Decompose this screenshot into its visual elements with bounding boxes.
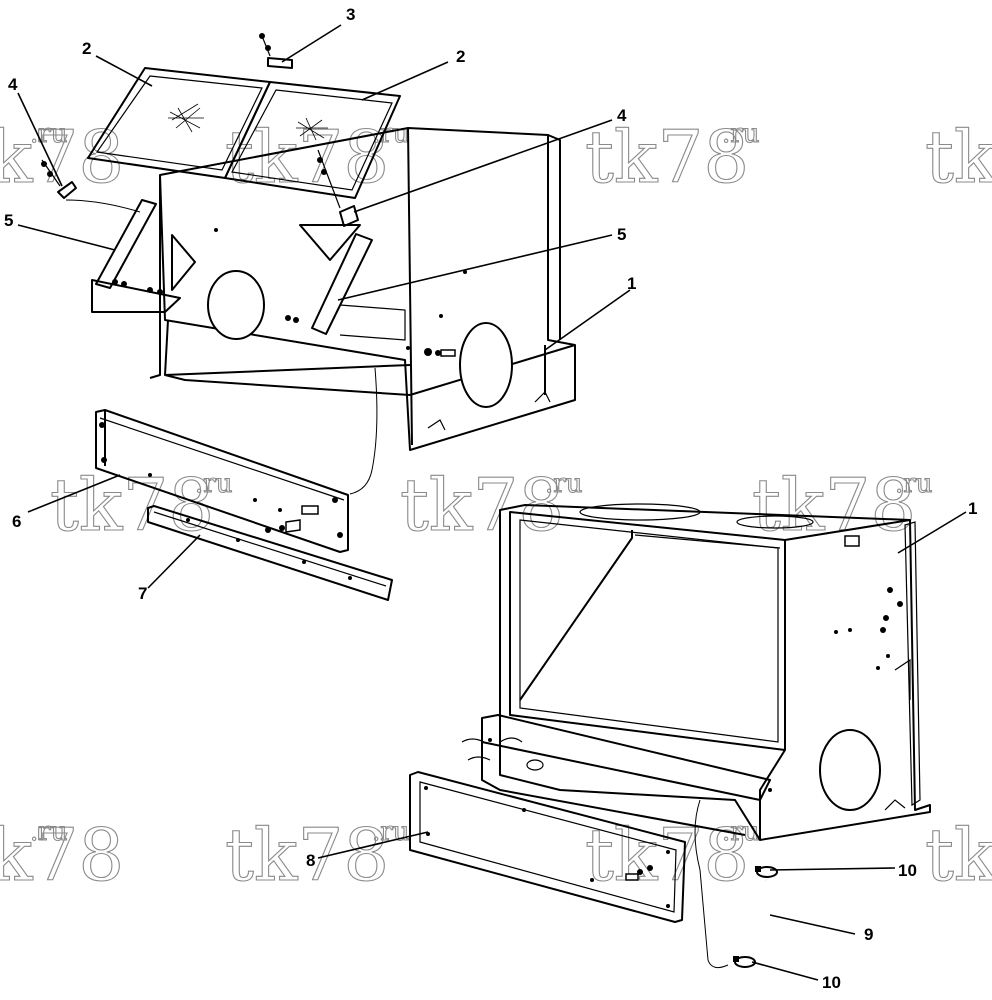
callout-2: 2 <box>456 47 465 66</box>
svg-text:tk78: tk78 <box>752 463 916 547</box>
bolt <box>625 865 653 881</box>
callout-7: 7 <box>138 584 147 603</box>
watermark: tk78.ru <box>751 462 933 547</box>
callout-leaders <box>17 24 967 981</box>
watermark: tk78.ru <box>584 812 760 897</box>
fan-port-hole <box>459 322 513 408</box>
watermark: tk78 <box>924 812 992 897</box>
svg-text:tk78: tk78 <box>585 115 749 199</box>
callout-4: 4 <box>617 106 627 125</box>
callout-labels: 3 2 2 4 4 5 5 1 6 7 1 8 10 9 10 <box>4 5 977 992</box>
fan-port-hole <box>207 270 265 340</box>
svg-text:tk78: tk78 <box>585 813 749 897</box>
svg-text:.ru: .ru <box>30 817 67 847</box>
cover-panel-lower <box>409 771 729 969</box>
housing-frame-lower <box>499 503 931 841</box>
callout-9: 9 <box>864 925 873 944</box>
callout-2: 2 <box>82 39 91 58</box>
watermark: tk78.ru <box>224 812 410 897</box>
filter-screen-right <box>224 81 401 199</box>
callout-5: 5 <box>617 225 626 244</box>
svg-text:tk78: tk78 <box>50 463 214 547</box>
watermark: tk78.ru <box>399 462 583 547</box>
latch-left <box>41 159 77 199</box>
svg-text:.ru: .ru <box>545 469 582 499</box>
housing-frame-upper <box>149 127 576 495</box>
callout-6: 6 <box>12 512 21 531</box>
svg-text:tk78: tk78 <box>925 115 992 199</box>
latch-right <box>317 149 359 227</box>
callout-10: 10 <box>898 861 917 880</box>
clamp-bracket <box>259 33 293 69</box>
support-channel <box>147 505 393 601</box>
hose-clamp-upper <box>755 866 778 878</box>
svg-text:tk78: tk78 <box>925 813 992 897</box>
callout-4: 4 <box>8 75 18 94</box>
svg-text:.ru: .ru <box>195 469 232 499</box>
watermark: tk78.ru <box>0 812 125 897</box>
watermark: tk78.ru <box>0 114 125 199</box>
watermark: tk78.ru <box>49 462 233 547</box>
callout-10: 10 <box>822 973 841 992</box>
bolt <box>424 348 456 357</box>
callout-1: 1 <box>968 499 977 518</box>
callout-8: 8 <box>306 851 315 870</box>
svg-text:.ru: .ru <box>372 817 409 847</box>
svg-text:tk78: tk78 <box>0 813 124 897</box>
watermark: tk78 <box>924 114 992 199</box>
support-bracket-right <box>285 233 373 335</box>
hose-clamp-lower <box>733 956 756 968</box>
svg-text:.ru: .ru <box>30 119 67 149</box>
support-bracket-left <box>65 199 181 313</box>
harness-wire <box>349 367 378 495</box>
callout-5: 5 <box>4 211 13 230</box>
drain-wire <box>694 799 729 969</box>
watermark-layer: tk78.ru tk78.ru tk78.ru tk78 tk78.ru tk7… <box>0 114 992 897</box>
callout-3: 3 <box>346 5 355 24</box>
svg-text:.ru: .ru <box>722 119 759 149</box>
watermark: tk78.ru <box>584 114 760 199</box>
bolt <box>265 505 319 533</box>
drip-tray <box>461 714 772 836</box>
drain-hose <box>747 879 771 956</box>
cover-panel-upper <box>95 409 349 553</box>
callout-1: 1 <box>627 274 636 293</box>
svg-text:.ru: .ru <box>895 469 932 499</box>
svg-text:tk78: tk78 <box>225 813 389 897</box>
fan-port-hole <box>819 729 881 811</box>
